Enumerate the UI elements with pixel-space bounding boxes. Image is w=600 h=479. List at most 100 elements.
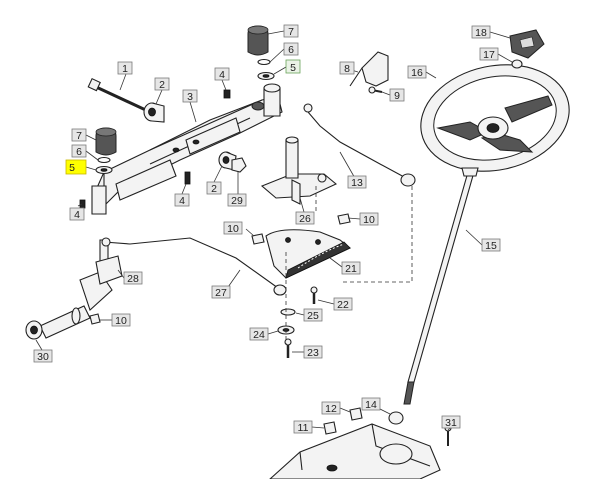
svg-text:18: 18 bbox=[475, 27, 487, 39]
callout-10-sector-right: 10 bbox=[359, 212, 379, 226]
svg-text:10: 10 bbox=[115, 315, 127, 327]
sector-gear bbox=[265, 229, 352, 279]
callout-7-left: 7 bbox=[71, 128, 87, 142]
bushing-upper bbox=[143, 102, 165, 123]
svg-text:22: 22 bbox=[337, 299, 349, 311]
callout-8: 8 bbox=[339, 61, 355, 75]
washer-sector bbox=[280, 308, 296, 316]
svg-text:1: 1 bbox=[122, 63, 128, 75]
steering-shaft bbox=[403, 167, 479, 405]
callout-4-top: 4 bbox=[214, 67, 230, 81]
bracket-screw bbox=[368, 86, 383, 94]
callout-17: 17 bbox=[479, 47, 499, 61]
nut-bracket bbox=[349, 407, 363, 421]
svg-text:25: 25 bbox=[307, 310, 319, 322]
callout-10-sector-left: 10 bbox=[223, 221, 243, 235]
bumper-left bbox=[95, 127, 117, 156]
callout-2-lower: 2 bbox=[206, 181, 222, 195]
svg-text:26: 26 bbox=[299, 213, 311, 225]
svg-text:13: 13 bbox=[351, 177, 363, 189]
bushing-shaft bbox=[388, 411, 404, 425]
svg-text:14: 14 bbox=[365, 399, 377, 411]
callout-22: 22 bbox=[333, 297, 353, 311]
callout-15: 15 bbox=[481, 238, 501, 252]
svg-text:11: 11 bbox=[298, 422, 309, 434]
callout-5-left: 5 bbox=[65, 159, 87, 175]
bumper-right bbox=[247, 25, 269, 56]
svg-text:23: 23 bbox=[307, 347, 319, 359]
callout-13: 13 bbox=[347, 175, 367, 189]
callout-31: 31 bbox=[441, 415, 461, 429]
svg-text:10: 10 bbox=[227, 223, 239, 235]
drag-link-right bbox=[303, 103, 416, 187]
drag-link-left bbox=[101, 237, 287, 296]
steering-arm bbox=[260, 136, 338, 205]
callout-30: 30 bbox=[33, 349, 53, 363]
callout-27: 27 bbox=[211, 285, 231, 299]
svg-text:17: 17 bbox=[483, 49, 495, 61]
svg-text:29: 29 bbox=[231, 195, 243, 207]
callout-21: 21 bbox=[341, 261, 361, 275]
nut-wheel bbox=[511, 59, 523, 69]
svg-text:12: 12 bbox=[325, 403, 337, 415]
callout-5-right: 5 bbox=[285, 59, 301, 74]
svg-text:24: 24 bbox=[253, 329, 265, 341]
grease-fitting-center bbox=[184, 171, 191, 185]
svg-text:7: 7 bbox=[288, 26, 294, 38]
svg-text:15: 15 bbox=[485, 240, 497, 252]
front-axle bbox=[91, 83, 283, 215]
svg-text:8: 8 bbox=[344, 63, 350, 75]
svg-text:28: 28 bbox=[127, 273, 139, 285]
callout-11: 11 bbox=[293, 420, 313, 434]
svg-text:30: 30 bbox=[37, 351, 49, 363]
bracket bbox=[349, 51, 389, 87]
bolt-sector bbox=[310, 286, 318, 304]
callout-4-center: 4 bbox=[174, 193, 190, 207]
callout-14: 14 bbox=[361, 397, 381, 411]
svg-text:4: 4 bbox=[179, 195, 185, 207]
washer-right bbox=[257, 71, 275, 81]
callout-6-right: 6 bbox=[283, 42, 299, 56]
retaining-ring-left bbox=[97, 156, 111, 164]
svg-text:7: 7 bbox=[76, 130, 82, 142]
svg-text:9: 9 bbox=[394, 90, 400, 102]
callout-6-left: 6 bbox=[71, 144, 87, 158]
callout-26: 26 bbox=[295, 211, 315, 225]
callout-29: 29 bbox=[227, 193, 247, 207]
svg-text:27: 27 bbox=[215, 287, 227, 299]
nut-sector-left bbox=[251, 233, 265, 245]
svg-text:31: 31 bbox=[445, 417, 457, 429]
washer-left bbox=[95, 165, 113, 175]
callout-4-left: 4 bbox=[69, 207, 85, 221]
callout-23: 23 bbox=[303, 345, 323, 359]
tie-rod-bolt bbox=[87, 77, 151, 114]
steering-cap bbox=[509, 29, 545, 59]
bolt-lower bbox=[284, 338, 292, 358]
svg-text:6: 6 bbox=[288, 44, 294, 56]
spindle bbox=[25, 239, 113, 340]
svg-text:2: 2 bbox=[159, 79, 165, 91]
svg-text:6: 6 bbox=[76, 146, 82, 158]
callout-25: 25 bbox=[303, 308, 323, 322]
retaining-ring-right bbox=[257, 58, 271, 66]
callout-16: 16 bbox=[407, 65, 427, 79]
svg-text:5: 5 bbox=[69, 162, 75, 174]
callout-2-upper: 2 bbox=[154, 77, 170, 91]
grease-fitting-top bbox=[223, 89, 231, 99]
grease-fitting-left bbox=[79, 199, 86, 209]
nut-support bbox=[323, 421, 337, 435]
nut-axle bbox=[231, 157, 247, 173]
callout-10-spindle: 10 bbox=[111, 313, 131, 327]
steering-wheel bbox=[420, 64, 570, 172]
nut-sector-right bbox=[337, 213, 351, 225]
spindle-bracket bbox=[95, 255, 123, 285]
callout-12: 12 bbox=[321, 401, 341, 415]
callout-3: 3 bbox=[182, 89, 198, 103]
callout-18: 18 bbox=[471, 25, 491, 39]
callout-28: 28 bbox=[123, 271, 143, 285]
svg-text:4: 4 bbox=[74, 209, 80, 221]
callout-7-right: 7 bbox=[283, 24, 299, 38]
svg-text:3: 3 bbox=[187, 91, 193, 103]
svg-text:4: 4 bbox=[219, 69, 225, 81]
